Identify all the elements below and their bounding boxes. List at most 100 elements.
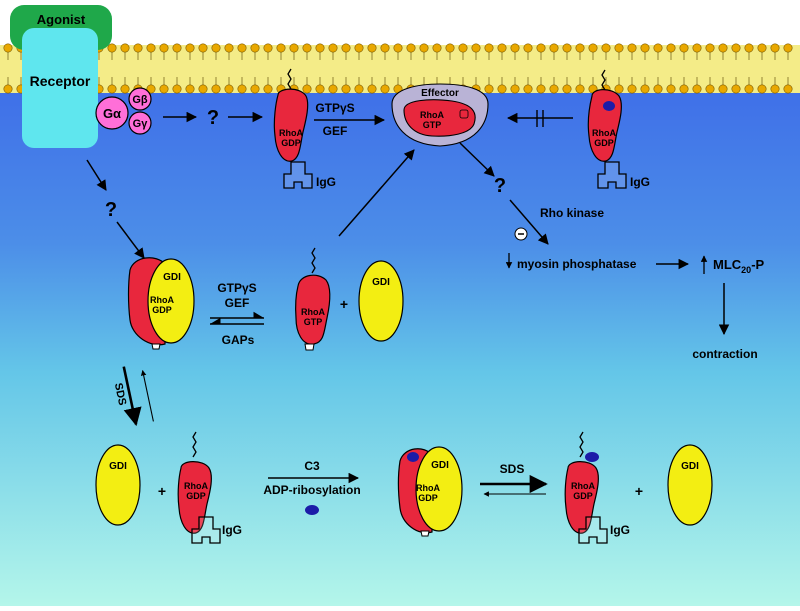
igg-label-1: IgG [316, 175, 336, 189]
g-gamma-label: Gγ [133, 118, 149, 130]
lipid-head-inner [107, 84, 117, 94]
lipid-head-inner [562, 84, 572, 94]
cycle-forward-top: GTPγS [217, 281, 256, 295]
effector-label: Effector [421, 88, 459, 99]
lipid-head-inner [497, 84, 507, 94]
lipid-head-outer [146, 43, 156, 53]
lipid-head-inner [237, 84, 247, 94]
lipid-head-outer [484, 43, 494, 53]
question-mark-membrane: ? [207, 107, 219, 129]
plus-sign-2: + [158, 483, 166, 499]
lipid-head-outer [380, 43, 390, 53]
lipid-head-outer [367, 43, 377, 53]
gdi-label-3: GDI [109, 461, 127, 472]
lipid-head-outer [250, 43, 260, 53]
gdi-in-complex-1 [147, 258, 195, 344]
adp-ribose-dot-4 [585, 452, 599, 462]
lipid-head-outer [757, 43, 767, 53]
rhoa-label-7: RhoA [416, 483, 440, 493]
gdp-label-6: GDP [186, 491, 206, 501]
gdp-label-1: GDP [281, 138, 301, 148]
lipid-head-inner [653, 84, 663, 94]
rhoa-label-3: RhoA [592, 128, 616, 138]
lipid-head-outer [133, 43, 143, 53]
lipid-head-inner [159, 84, 169, 94]
lipid-head-outer [263, 43, 273, 53]
lipid-head-inner [679, 84, 689, 94]
gdp-label-7: GDP [418, 493, 438, 503]
gdi-free-3 [667, 444, 713, 526]
lipid-head-inner [250, 84, 260, 94]
gdi-label-4: GDI [431, 460, 449, 471]
lipid-head-outer [211, 43, 221, 53]
g-alpha-label: Gα [103, 106, 121, 121]
lipid-head-outer [497, 43, 507, 53]
lipid-head-outer [289, 43, 299, 53]
lipid-head-inner [705, 84, 715, 94]
rhoa-label-8: RhoA [571, 481, 595, 491]
lipid-head-outer [458, 43, 468, 53]
rhoa-anchor-3 [311, 247, 316, 274]
igg-label-2: IgG [630, 175, 650, 189]
gdi-free-1 [358, 260, 404, 342]
rhoa-anchor-4 [192, 431, 197, 458]
lipid-head-outer [510, 43, 520, 53]
lipid-head-inner [718, 84, 728, 94]
lipid-head-outer [3, 43, 13, 53]
gdi-label-5: GDI [681, 461, 699, 472]
arrow-question-to-complex [116, 221, 145, 259]
lipid-head-outer [770, 43, 780, 53]
rhoa-gtp-free [295, 274, 331, 345]
g-beta-shape [128, 87, 152, 111]
rhoa-label-4: RhoA [150, 295, 174, 305]
lipid-head-outer [328, 43, 338, 53]
cycle-reverse-label: GAPs [222, 333, 255, 347]
question-mark-downstream: ? [494, 175, 506, 197]
lipid-head-outer [172, 43, 182, 53]
lipid-head-outer [549, 43, 559, 53]
sds-label-horizontal: SDS [500, 462, 525, 476]
lipid-head-outer [653, 43, 663, 53]
lipid-head-outer [627, 43, 637, 53]
lipid-head-inner [549, 84, 559, 94]
lipid-head-inner [731, 84, 741, 94]
lipid-head-outer [536, 43, 546, 53]
exchange-bottom-label: GEF [323, 124, 348, 138]
igg-label-3: IgG [222, 523, 242, 537]
lipid-head-outer [666, 43, 676, 53]
lipid-head-outer [679, 43, 689, 53]
lipid-head-outer [692, 43, 702, 53]
rhoa-gtp-effector [403, 99, 476, 137]
adp-ribosylation-label: ADP-ribosylation [263, 483, 360, 497]
lipid-head-inner [575, 84, 585, 94]
lipid-head-outer [354, 43, 364, 53]
lipid-head-outer [783, 43, 793, 53]
rhoa-label-2: RhoA [420, 110, 444, 120]
lipid-head-inner [146, 84, 156, 94]
complex-tail-1 [151, 343, 161, 350]
lipid-head-outer [562, 43, 572, 53]
sds-label-vertical: SDS [112, 382, 128, 407]
lipid-head-inner [3, 84, 13, 94]
lipid-head-inner [640, 84, 650, 94]
lipid-head-inner [198, 84, 208, 94]
lipid-head-outer [185, 43, 195, 53]
gtp-label-5: GTP [304, 317, 323, 327]
lipid-head-inner [614, 84, 624, 94]
lipid-head-outer [237, 43, 247, 53]
lipid-head-outer [419, 43, 429, 53]
mlc-label: MLC20-P [713, 257, 765, 275]
lipid-head-outer [575, 43, 585, 53]
arrow-gtp-to-effector [338, 149, 415, 237]
lipid-head-outer [705, 43, 715, 53]
lipid-head-outer [588, 43, 598, 53]
rhoa-gdp-membrane [273, 88, 309, 162]
receptor-shape [22, 28, 98, 148]
contraction-label: contraction [692, 347, 757, 361]
lipid-head-inner [328, 84, 338, 94]
lipid-head-outer [302, 43, 312, 53]
lipid-head-outer [198, 43, 208, 53]
lipid-head-inner [341, 84, 351, 94]
